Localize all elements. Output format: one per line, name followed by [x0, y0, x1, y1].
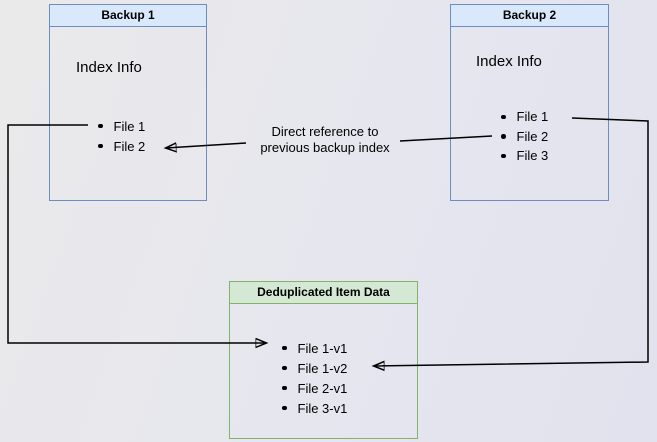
direct-reference-label: Direct reference to previous backup inde…: [260, 124, 390, 155]
list-item: File 3: [501, 146, 548, 166]
backup1-index-info-label: Index Info: [76, 59, 142, 76]
list-item: File 2: [501, 127, 548, 147]
list-item: File 1-v1: [282, 338, 347, 358]
dedup-file-list: File 1-v1 File 1-v2 File 2-v1 File 3-v1: [282, 338, 347, 418]
list-item: File 2: [98, 136, 145, 156]
bullet-icon: [282, 385, 287, 391]
backup1-title: Backup 1: [50, 5, 206, 27]
bullet-icon: [98, 123, 103, 129]
backup2-index-info-label: Index Info: [476, 53, 542, 70]
backup2-title: Backup 2: [451, 5, 608, 27]
bullet-icon: [501, 134, 506, 139]
file-label: File 3: [516, 148, 549, 164]
bullet-icon: [501, 114, 506, 119]
dedup-title: Deduplicated Item Data: [230, 282, 417, 304]
list-item: File 3-v1: [282, 398, 347, 418]
backup2-node: Backup 2 Index Info File 1 File 2 File 3: [450, 4, 609, 201]
file-label: File 2: [516, 128, 549, 144]
bullet-icon: [282, 365, 287, 371]
bullet-icon: [282, 405, 287, 411]
file-label: File 1-v2: [297, 360, 348, 376]
bullet-icon: [282, 345, 287, 351]
backup1-file-list: File 1 File 2: [98, 116, 145, 156]
bullet-icon: [98, 143, 103, 149]
bullet-icon: [501, 153, 506, 158]
backup1-node: Backup 1 Index Info File 1 File 2: [49, 4, 207, 201]
list-item: File 1: [501, 107, 548, 127]
file-label: File 2-v1: [297, 380, 348, 396]
list-item: File 2-v1: [282, 378, 347, 398]
file-label: File 2: [113, 138, 146, 154]
file-label: File 1: [516, 109, 549, 125]
list-item: File 1: [98, 116, 145, 136]
file-label: File 3-v1: [297, 400, 348, 416]
file-label: File 1-v1: [297, 340, 348, 356]
backup2-file-list: File 1 File 2 File 3: [501, 107, 548, 166]
deduplicated-item-data-node: Deduplicated Item Data File 1-v1 File 1-…: [229, 281, 418, 439]
list-item: File 1-v2: [282, 358, 347, 378]
file-label: File 1: [113, 118, 146, 134]
